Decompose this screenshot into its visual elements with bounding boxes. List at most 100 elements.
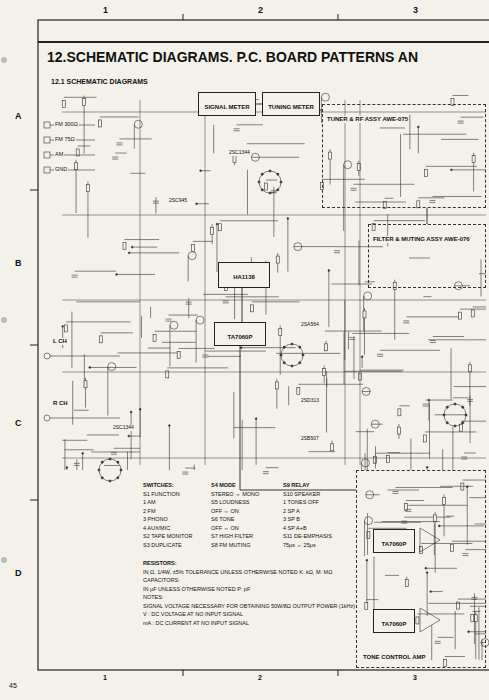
switch-contact (98, 469, 100, 471)
text-label: C (14, 419, 23, 429)
wire (354, 184, 415, 185)
resistor-symbol (177, 351, 180, 358)
wire (380, 127, 405, 128)
wire (179, 348, 215, 349)
frame-rule (38, 41, 489, 43)
wire (433, 336, 464, 337)
wire (406, 316, 459, 317)
resistor-symbol (275, 382, 278, 389)
capacitor-symbol (423, 404, 429, 406)
wire (469, 497, 486, 498)
wire (132, 247, 157, 248)
resistor-symbol (331, 444, 334, 451)
wire (266, 467, 279, 468)
wire (478, 607, 479, 659)
resistor-symbol (99, 336, 102, 343)
resistor-symbol (86, 184, 89, 191)
wire (66, 468, 67, 470)
capacitor-symbol (462, 554, 468, 556)
switch-contact (299, 346, 301, 348)
resistor-symbol (75, 163, 78, 170)
wire (441, 139, 478, 140)
capacitor-symbol (74, 463, 80, 465)
resistor-symbol (373, 456, 376, 463)
transistor-symbol (321, 93, 329, 101)
resistor-symbol (386, 456, 389, 463)
wire (367, 429, 368, 470)
wire (185, 468, 195, 469)
wire (409, 257, 430, 258)
wire (428, 603, 486, 604)
wire (362, 357, 363, 368)
text-label: 3 (412, 674, 418, 682)
wire (119, 138, 151, 139)
junction-dot (255, 418, 257, 420)
wire (398, 424, 399, 439)
wire (473, 153, 474, 192)
capacitor-symbol (429, 200, 435, 202)
wire (455, 611, 456, 650)
wire (90, 367, 137, 368)
grid-tick (338, 670, 339, 676)
wire (273, 187, 274, 237)
wire (375, 446, 376, 468)
capacitor-symbol (349, 337, 355, 339)
wire (168, 315, 197, 316)
wire (208, 356, 241, 357)
wire (277, 253, 278, 273)
text-label: S4 MODE (210, 482, 237, 488)
resistor-symbol (405, 580, 408, 587)
wire (406, 500, 424, 501)
switch-contact (446, 422, 448, 424)
resistor-symbol (279, 328, 282, 335)
bus-wire (62, 372, 486, 373)
ic-box: TA7060P (373, 609, 415, 633)
wire (452, 95, 468, 96)
wire (194, 465, 195, 470)
capacitor-symbol (72, 275, 78, 277)
wire (461, 117, 484, 118)
wire (365, 453, 366, 470)
text-label: S8 FM MUTING (210, 542, 251, 548)
switch-contact (280, 354, 282, 356)
wire (114, 448, 140, 449)
wire (309, 451, 335, 452)
wire (382, 521, 440, 522)
switch-contact (101, 477, 103, 479)
bus-wire (140, 100, 141, 465)
transistor-symbol (481, 639, 489, 647)
switch-contact (454, 403, 456, 405)
capacitor-symbol (116, 143, 122, 145)
rotary-switch (444, 404, 466, 426)
wire (451, 169, 486, 170)
switch-contact (299, 362, 301, 364)
wire (445, 656, 465, 657)
binder-hole (1, 557, 7, 563)
resistor-symbol (434, 515, 437, 522)
wire (205, 351, 266, 352)
junction-dot (216, 223, 218, 225)
binder-hole (1, 57, 7, 63)
switch-contact (109, 458, 111, 460)
switch-contact (302, 354, 304, 356)
switch-contact (465, 414, 467, 416)
wire (469, 362, 470, 406)
text-label: 45 (8, 682, 18, 690)
text-label: 3 PHONO (142, 516, 169, 522)
text-label: S10 SPEAKER (282, 491, 321, 497)
input-jack (44, 415, 50, 421)
wire (343, 165, 344, 231)
switch-contact (258, 181, 260, 183)
switch-contact (117, 461, 119, 463)
wire (131, 412, 132, 460)
wire (358, 161, 359, 176)
wire (196, 320, 197, 362)
wire (344, 371, 402, 372)
resistor-symbol (276, 256, 279, 263)
wire (66, 321, 131, 322)
junction-dot (196, 203, 198, 205)
text-holder: FILTER & MUTING ASSY AWE-076 (369, 225, 485, 247)
text-label: 2SC1344 (228, 150, 251, 156)
wire (439, 525, 484, 526)
text-label: 2 (257, 6, 264, 16)
